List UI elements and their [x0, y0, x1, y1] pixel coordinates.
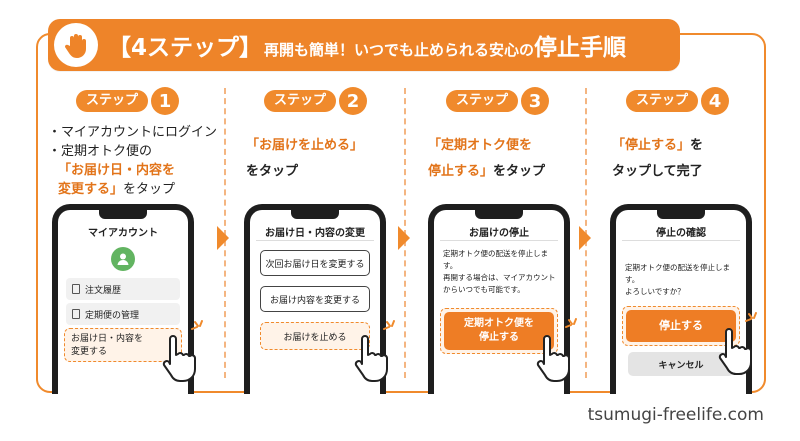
button-label: お届けを止める: [283, 332, 347, 343]
message-line-1: 定期オトク便の配送を停止します。: [625, 263, 730, 284]
site-url: tsumugi-freelife.com: [587, 405, 764, 425]
title-end: 停止手順: [534, 35, 627, 61]
header-banner: 【4ステップ】 再開も簡単！いつでも止められる安心の 停止手順: [48, 19, 680, 71]
button-label-line-2: 停止する: [479, 332, 519, 343]
cancel-button[interactable]: キャンセル: [628, 352, 734, 376]
step-badge-2: ステップ 2: [264, 87, 368, 115]
user-icon: [117, 253, 129, 265]
phone-notch: [657, 210, 705, 219]
step-2-tail: をタップ: [246, 164, 299, 179]
step-label: ステップ: [446, 90, 519, 112]
tap-spark-icon: [383, 320, 395, 330]
change-next-date-button[interactable]: 次回お届け日を変更する: [260, 250, 370, 276]
button-label-line-2: 変更する: [71, 347, 108, 357]
step-1-tail: をタップ: [123, 182, 176, 197]
button-label-line-1: お届け日・内容を: [71, 334, 144, 344]
page-title: 【4ステップ】 再開も簡単！いつでも止められる安心の 停止手順: [108, 28, 626, 62]
menu-item-label: 定期便の管理: [85, 310, 140, 321]
step-4-tail-2: タップして完了: [612, 164, 703, 179]
document-icon: [72, 284, 80, 294]
step-badge-4: ステップ 4: [626, 87, 730, 115]
divider: [256, 240, 374, 241]
screen-title: マイアカウント: [88, 228, 158, 239]
document-icon: [72, 309, 80, 319]
change-contents-button[interactable]: お届け内容を変更する: [260, 286, 370, 312]
step-1-bullet-1: ・マイアカウントにログイン: [48, 125, 218, 140]
step-label: ステップ: [626, 90, 699, 112]
message-line-1: 定期オトク便の配送を停止します。: [443, 249, 548, 270]
step-number: 4: [701, 87, 730, 115]
tap-hand-icon: [536, 335, 570, 382]
step-3-description: 「定期オトク便を 停止する」をタップ: [428, 133, 545, 185]
tap-hand-icon: [162, 335, 196, 382]
step-3-tail: をタップ: [493, 164, 546, 179]
step-number: 2: [339, 87, 368, 115]
step-label: ステップ: [76, 90, 149, 112]
step-3-highlight-2: 停止する」: [428, 164, 494, 179]
confirm-message: 定期オトク便の配送を停止します。 よろしいですか？: [625, 262, 740, 298]
tap-spark-icon: [745, 312, 757, 322]
step-2-highlight-1: 「お届けを止める」: [246, 138, 364, 153]
tap-hand-icon: [354, 335, 388, 382]
button-label-line-1: 定期オトク便を: [464, 318, 534, 329]
screen-title: お届け日・内容の変更: [265, 228, 365, 239]
step-2-description: 「お届けを止める」 をタップ: [246, 133, 363, 185]
step-1-bullet-2: ・定期オトク便の: [48, 144, 153, 159]
phone-notch: [99, 210, 147, 219]
hand-stop-icon: [54, 23, 98, 67]
menu-item-label: 注文履歴: [85, 285, 122, 296]
tap-spark-icon: [565, 318, 577, 328]
arrow-right-icon: [217, 226, 229, 250]
divider: [622, 240, 740, 241]
step-4-tail-1: を: [690, 138, 704, 153]
step-badge-3: ステップ 3: [446, 87, 550, 115]
step-1-highlight-2: 変更する」: [58, 182, 124, 197]
message-line-3: からいつでも可能です。: [443, 285, 525, 294]
step-3-highlight-1: 「定期オトク便を: [428, 138, 533, 153]
stop-delivery-button[interactable]: お届けを止める: [260, 322, 370, 350]
phone-notch: [291, 210, 339, 219]
stop-message: 定期オトク便の配送を停止します。 再開する場合は、マイアカウント からいつでも可…: [443, 248, 558, 296]
step-number: 3: [521, 87, 550, 115]
phone-screen: お届け日・内容の変更 次回お届け日を変更する お届け内容を変更する お届けを止め…: [250, 210, 380, 394]
stop-subscription-button[interactable]: 定期オトク便を 停止する: [444, 312, 554, 350]
avatar[interactable]: [111, 247, 135, 271]
step-number: 1: [151, 87, 180, 115]
step-1-description: ・マイアカウントにログイン ・定期オトク便の 「お届け日・内容を 変更する」をタ…: [48, 123, 217, 199]
menu-item-order-history[interactable]: 注文履歴: [66, 278, 180, 300]
step-1-highlight-1: 「お届け日・内容を: [58, 163, 176, 178]
step-badge-1: ステップ 1: [76, 87, 180, 115]
tap-hand-icon: [718, 328, 752, 375]
change-delivery-button[interactable]: お届け日・内容を 変更する: [64, 328, 182, 362]
divider: [440, 240, 558, 241]
step-4-description: 「停止する」を タップして完了: [612, 133, 703, 185]
step-4-highlight-1: 「停止する」: [612, 138, 691, 153]
tap-spark-icon: [191, 320, 203, 330]
arrow-right-icon: [398, 226, 410, 250]
title-sub: 再開も簡単！いつでも止められる安心の: [264, 41, 535, 59]
arrow-right-icon: [579, 226, 591, 250]
confirm-stop-button[interactable]: 停止する: [626, 310, 736, 342]
title-main: 【4ステップ】: [108, 35, 263, 61]
menu-item-subscription[interactable]: 定期便の管理: [66, 303, 180, 325]
screen-title: お届けの停止: [469, 228, 529, 239]
phone-mockup-2: お届け日・内容の変更 次回お届け日を変更する お届け内容を変更する お届けを止め…: [244, 204, 386, 394]
message-line-2: 再開する場合は、マイアカウント: [443, 273, 556, 282]
phone-notch: [475, 210, 523, 219]
message-line-2: よろしいですか？: [625, 287, 685, 296]
step-label: ステップ: [264, 90, 337, 112]
screen-title: 停止の確認: [656, 228, 706, 239]
